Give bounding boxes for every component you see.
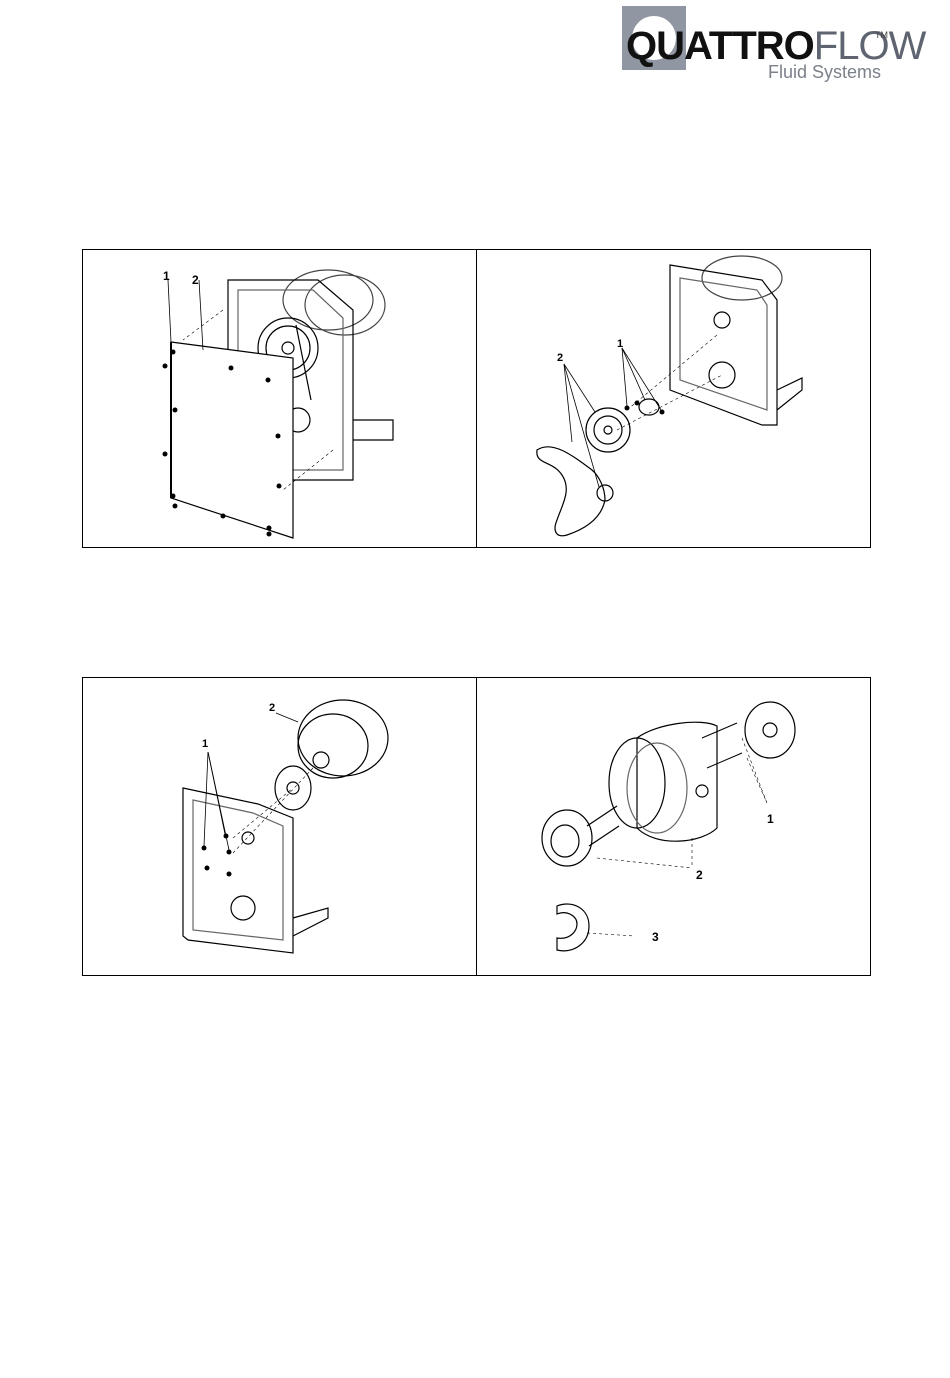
figure-housing-disassembly: 1 2 3 xyxy=(476,678,870,975)
callout-2: 2 xyxy=(557,352,563,364)
cover-plate-illustration xyxy=(83,250,476,547)
callout-3: 3 xyxy=(652,930,659,944)
figure-row-2: 1 2 1 xyxy=(82,677,871,976)
figure-cover-plate: 1 2 xyxy=(83,250,476,547)
quattroflow-logo: QUATTROFLOW TM Fluid Systems xyxy=(620,4,900,84)
callout-1: 1 xyxy=(163,269,170,283)
callout-1: 1 xyxy=(767,812,774,826)
pump-head-removal-illustration xyxy=(83,678,476,975)
logo-trademark: TM xyxy=(875,30,888,40)
figure-row-1: 1 2 xyxy=(82,249,871,548)
callout-2: 2 xyxy=(696,868,703,882)
logo-tagline: Fluid Systems xyxy=(768,62,881,83)
belt-pulleys-illustration xyxy=(477,250,870,547)
callout-2: 2 xyxy=(269,702,275,714)
callout-1: 1 xyxy=(202,738,208,750)
figure-pump-head-removal: 1 2 xyxy=(83,678,476,975)
callout-1: 1 xyxy=(617,338,623,350)
callout-2: 2 xyxy=(192,273,199,287)
housing-disassembly-illustration xyxy=(477,678,870,975)
figure-belt-pulleys: 1 2 xyxy=(476,250,870,547)
